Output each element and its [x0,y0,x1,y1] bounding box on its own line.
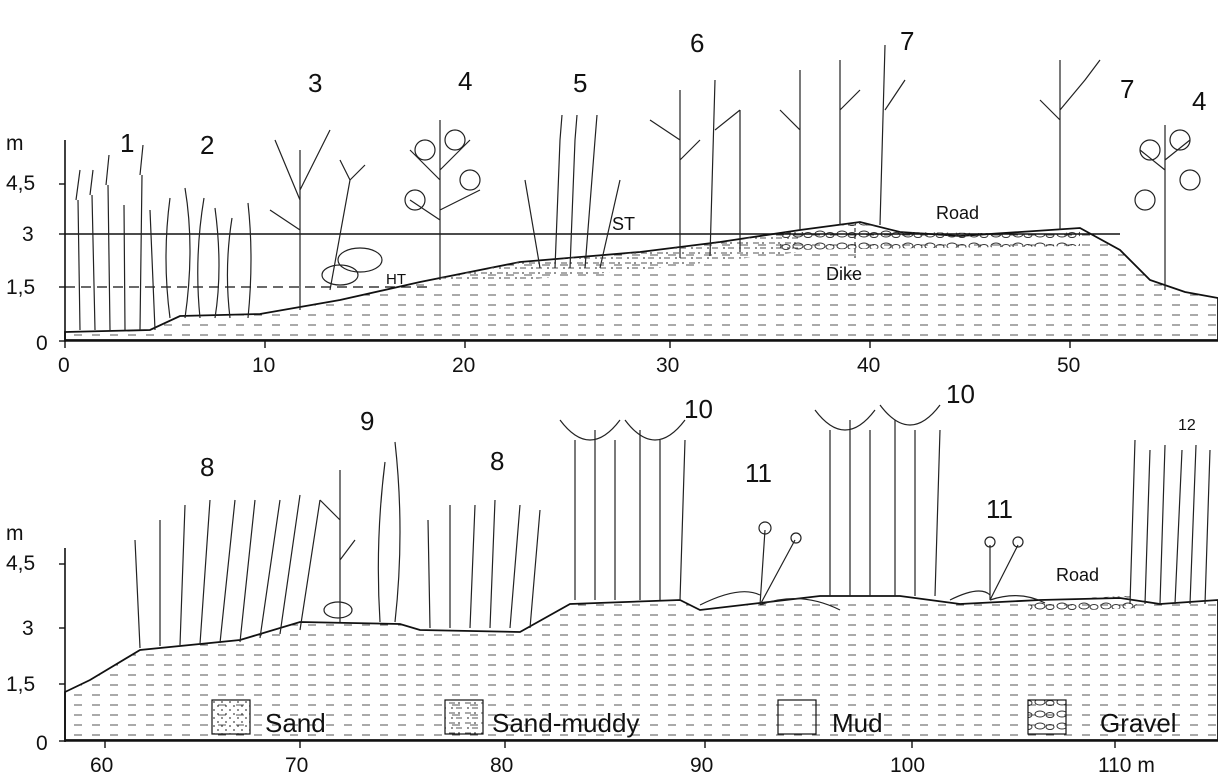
bottom-x-tick-label: 60 [90,754,113,777]
bottom-x-tick-label: 90 [690,754,713,777]
top-x-tick-label: 0 [58,354,70,377]
top-x-tick-label: 30 [656,354,679,377]
bottom-y-tick-label: 1,5 [6,673,35,696]
zone-number: 9 [360,406,374,436]
bottom-x-tick-label: 70 [285,754,308,777]
top-x-tick-label: 20 [452,354,475,377]
bottom-y-tick-label: 0 [36,732,48,755]
zone-number: 4 [1192,86,1206,116]
top-y-ticks [59,184,65,341]
bottom-y-tick-label: 4,5 [6,552,35,575]
bottom-y-tick-label: 3 [22,617,34,640]
top-y-tick-label: 1,5 [6,276,35,299]
zone-number: 7 [900,26,914,56]
zone-number: 4 [458,66,472,96]
zone-number: 11 [745,458,772,488]
plant-zone-6 [650,80,740,258]
ht-label: HT [386,271,406,288]
legend-swatch-sand [212,700,250,734]
bottom-panel: m 4,5 3 1,5 0 60 70 80 90 100 110 m 8 9 … [6,379,1218,777]
plant-zone-9 [320,442,400,622]
plant-zone-12 [1130,440,1210,604]
plant-zone-2 [166,188,251,318]
zone-number: 10 [946,379,975,409]
bottom-x-tick-label: 80 [490,754,513,777]
legend-swatch-sand-muddy [445,700,483,734]
zone-number: 12 [1178,417,1196,434]
bottom-road-label: Road [1056,565,1099,585]
zone-number: 7 [1120,74,1134,104]
bottom-x-ticks [105,741,1115,748]
plant-zone-3 [270,130,382,310]
zone-number: 8 [490,446,504,476]
zone-number: 11 [986,494,1013,524]
bottom-x-tick-label: 110 m [1098,754,1155,777]
legend-label-mud: Mud [832,708,883,738]
bottom-x-tick-label: 100 [890,754,925,777]
top-x-tick-label: 10 [252,354,275,377]
plant-zone-10-right [815,405,940,596]
dike-label: Dike [826,264,862,284]
plant-zone-4 [405,120,480,280]
plant-zone-5 [525,115,620,268]
zone-number: 3 [308,68,322,98]
plant-zone-4-right [1135,125,1200,290]
top-y-tick-label: 0 [36,332,48,355]
top-x-tick-label: 40 [857,354,880,377]
road-label: Road [936,203,979,223]
plant-zone-8-mid [428,500,540,628]
top-y-tick-label: 4,5 [6,172,35,195]
plant-zone-7-right [1040,60,1100,230]
zone-number: 6 [690,28,704,58]
zone-number: 1 [120,128,134,158]
top-y-tick-label: 3 [22,223,34,246]
top-y-unit: m [6,132,24,155]
zone-number: 8 [200,452,214,482]
legend-swatch-gravel [1028,700,1066,734]
zone-number: 10 [684,394,713,424]
bottom-y-unit: m [6,522,24,545]
top-panel: m 4,5 3 1,5 0 0 10 20 30 40 50 1 2 3 4 5… [6,26,1218,377]
plant-zone-11-right [950,537,1045,603]
top-x-tick-label: 50 [1057,354,1080,377]
plant-zone-7-left [780,45,905,230]
st-label: ST [612,214,635,234]
plant-zone-1 [76,145,155,330]
legend-label-gravel: Gravel [1100,708,1177,738]
legend-label-sand-muddy: Sand-muddy [492,708,639,738]
legend-swatch-mud [778,700,816,734]
zone-number: 2 [200,130,214,160]
plant-zone-10-left [560,420,685,600]
top-x-ticks [65,341,1070,348]
legend-label-sand: Sand [265,708,326,738]
zone-number: 5 [573,68,587,98]
